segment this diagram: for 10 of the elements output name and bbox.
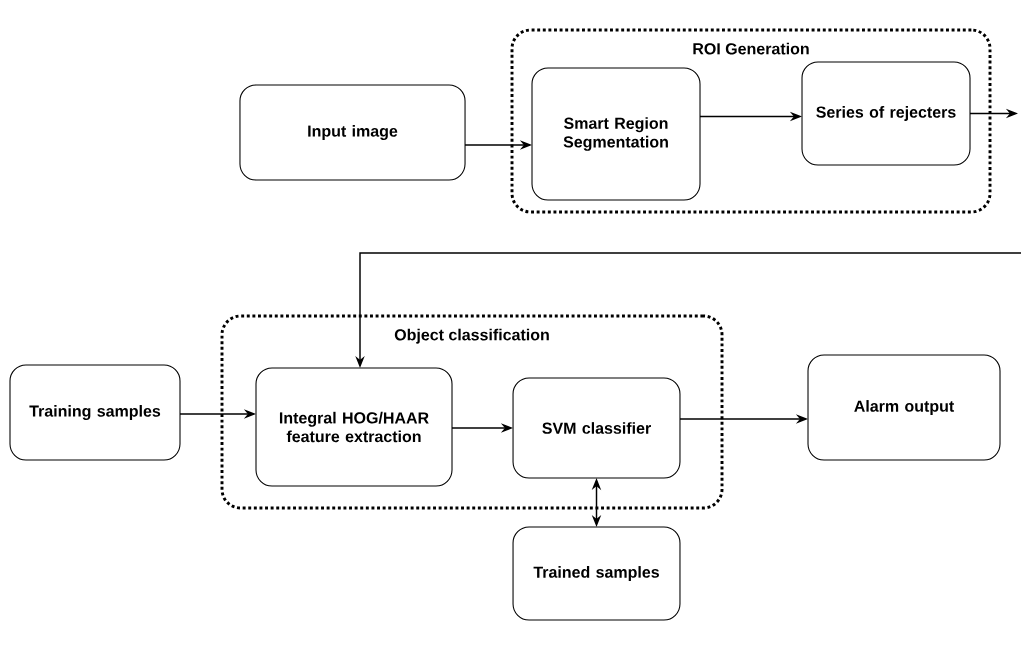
process-box: Series of rejecters xyxy=(801,61,971,166)
process-box: Training samples xyxy=(9,364,181,461)
process-box: Input image xyxy=(239,84,466,181)
process-box: SVM classifier xyxy=(512,377,681,479)
group-heading: Object classification xyxy=(394,328,549,344)
process-box: Alarm output xyxy=(807,354,1001,461)
group-heading: ROI Generation xyxy=(693,42,809,55)
process-box: Trained samples xyxy=(512,526,681,621)
process-box: Smart Region Segmentation xyxy=(531,67,701,201)
process-box: Integral HOG/HAAR feature extraction xyxy=(255,367,453,487)
